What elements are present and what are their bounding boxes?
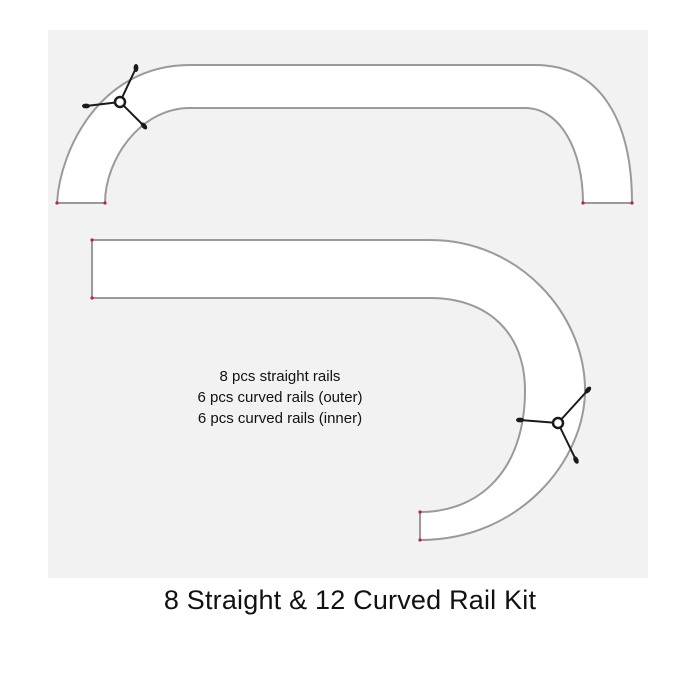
bottom-j-rail-band <box>91 239 587 542</box>
spec-straight-rails: 8 pcs straight rails <box>219 368 341 385</box>
bottom-j-end-curve-outer <box>418 538 422 542</box>
top-arch-rail-band <box>55 64 634 204</box>
top-arch-end-left-inner <box>103 201 107 205</box>
bottom-j-rail <box>90 238 587 542</box>
spec-curved-outer: 6 pcs curved rails (outer) <box>197 389 363 406</box>
rail-connector-icon <box>82 64 148 130</box>
top-arch-rail <box>55 64 634 205</box>
top-arch-end-right-inner <box>581 201 585 205</box>
rail-spec-list: 8 pcs straight rails 6 pcs curved rails … <box>150 366 410 429</box>
kit-caption: 8 Straight & 12 Curved Rail Kit <box>163 585 537 615</box>
spec-curved-inner: 6 pcs curved rails (inner) <box>197 410 363 427</box>
top-arch-end-left-outer <box>55 201 59 205</box>
bottom-j-end-bottom <box>90 296 94 300</box>
rail-connector-icon <box>516 386 592 464</box>
top-arch-end-right-outer <box>630 201 634 205</box>
bottom-j-end-curve-inner <box>418 510 422 514</box>
bottom-j-end-top <box>90 238 94 242</box>
